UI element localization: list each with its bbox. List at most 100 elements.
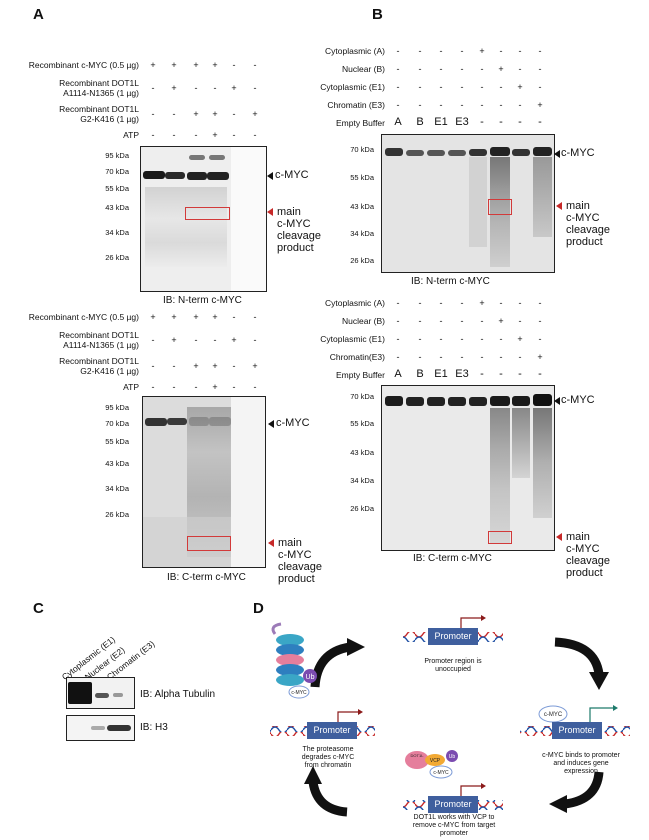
lane-label: -	[499, 368, 503, 380]
condition-sign: +	[517, 334, 523, 344]
lane-label: A	[394, 116, 402, 128]
condition-sign: -	[518, 316, 522, 326]
panel-letter-d: D	[253, 600, 264, 617]
condition-sign: -	[172, 130, 176, 140]
svg-text:VCP: VCP	[430, 758, 441, 764]
condition-sign: -	[418, 316, 422, 326]
svg-text:c-MYC: c-MYC	[291, 690, 307, 696]
cond-label: Chromatin (E3)	[327, 100, 385, 110]
marker-label: 43 kDa	[105, 203, 129, 212]
condition-sign: -	[396, 64, 400, 74]
arrow-icon	[267, 172, 273, 180]
promoter-box: Promoter	[552, 722, 602, 739]
condition-sign: +	[171, 83, 177, 93]
marker-label: 55 kDa	[105, 184, 129, 193]
cmyc-label: c-MYC	[561, 147, 595, 159]
condition-sign: -	[439, 352, 443, 362]
condition-sign: -	[480, 64, 484, 74]
condition-sign: -	[418, 334, 422, 344]
condition-sign: -	[499, 334, 503, 344]
lane-label: -	[480, 368, 484, 380]
condition-sign: +	[171, 312, 177, 322]
svg-text:DOT1L: DOT1L	[411, 753, 425, 758]
condition-sign: -	[518, 64, 522, 74]
condition-sign: +	[212, 130, 218, 140]
cmyc-label: c-MYC	[561, 394, 595, 406]
condition-sign: +	[231, 83, 237, 93]
cond-label: Recombinant c-MYC (0.5 µg)	[28, 60, 139, 70]
condition-sign: +	[231, 335, 237, 345]
svg-text:c-MYC: c-MYC	[433, 770, 449, 776]
condition-sign: -	[460, 64, 464, 74]
ib-label: IB: N-term c-MYC	[411, 276, 490, 287]
marker-label: 34 kDa	[350, 229, 374, 238]
svg-text:Ub: Ub	[449, 754, 456, 760]
condition-sign: -	[396, 334, 400, 344]
western-blot-tubulin	[66, 677, 135, 709]
cond-label: Cytoplasmic (E1)	[320, 82, 385, 92]
condition-sign: +	[517, 82, 523, 92]
cond-label: Recombinant DOT1L	[59, 330, 139, 340]
cond-label: Cytoplasmic (E1)	[320, 334, 385, 344]
condition-sign: -	[194, 335, 198, 345]
condition-sign: -	[439, 334, 443, 344]
cleavage-box	[488, 199, 512, 215]
condition-sign: -	[439, 46, 443, 56]
cond-label: Recombinant DOT1L	[59, 78, 139, 88]
marker-label: 95 kDa	[105, 403, 129, 412]
lane-label: E3	[455, 116, 469, 128]
condition-sign: -	[253, 335, 257, 345]
condition-sign: -	[518, 352, 522, 362]
red-arrow-icon	[556, 533, 562, 541]
lane-label: E1	[434, 116, 448, 128]
cond-label: A1114-N1365 (1 µg)	[63, 340, 139, 350]
condition-sign: +	[498, 64, 504, 74]
condition-sign: -	[232, 382, 236, 392]
condition-sign: -	[439, 316, 443, 326]
condition-sign: -	[253, 60, 257, 70]
lane-label: -	[538, 368, 542, 380]
cmyc-label: c-MYC	[276, 417, 310, 429]
condition-sign: -	[499, 82, 503, 92]
condition-sign: -	[499, 352, 503, 362]
condition-sign: -	[439, 298, 443, 308]
condition-sign: -	[538, 82, 542, 92]
condition-sign: +	[479, 298, 485, 308]
condition-sign: -	[418, 100, 422, 110]
condition-sign: +	[171, 335, 177, 345]
marker-label: 26 kDa	[105, 253, 129, 262]
red-arrow-icon	[267, 208, 273, 216]
cond-label: Recombinant DOT1L	[59, 356, 139, 366]
ib-label: IB: N-term c-MYC	[163, 295, 242, 306]
arrow-icon	[554, 397, 560, 405]
arrow-icon	[268, 420, 274, 428]
condition-sign: +	[193, 109, 199, 119]
condition-sign: -	[253, 130, 257, 140]
panel-letter-a: A	[33, 6, 44, 23]
condition-sign: -	[194, 83, 198, 93]
svg-text:c-MYC: c-MYC	[544, 712, 563, 718]
marker-label: 70 kDa	[105, 167, 129, 176]
condition-sign: -	[253, 312, 257, 322]
cycle-arrow-icon	[310, 642, 351, 688]
condition-sign: -	[418, 46, 422, 56]
condition-sign: -	[460, 82, 464, 92]
proteasome-icon	[271, 622, 304, 686]
condition-sign: -	[538, 298, 542, 308]
condition-sign: -	[253, 83, 257, 93]
condition-sign: -	[418, 64, 422, 74]
condition-sign: -	[151, 109, 155, 119]
condition-sign: -	[172, 109, 176, 119]
condition-sign: -	[232, 60, 236, 70]
condition-sign: -	[538, 316, 542, 326]
condition-sign: -	[418, 82, 422, 92]
cond-label: Cytoplasmic (A)	[325, 298, 385, 308]
condition-sign: +	[171, 60, 177, 70]
condition-sign: -	[213, 335, 217, 345]
western-blot-b-bottom	[381, 385, 555, 551]
lane-label: -	[480, 116, 484, 128]
step-text: DOT1L works with VCP to remove c-MYC fro…	[412, 814, 496, 837]
panel-letter-b: B	[372, 6, 383, 23]
condition-sign: +	[498, 316, 504, 326]
